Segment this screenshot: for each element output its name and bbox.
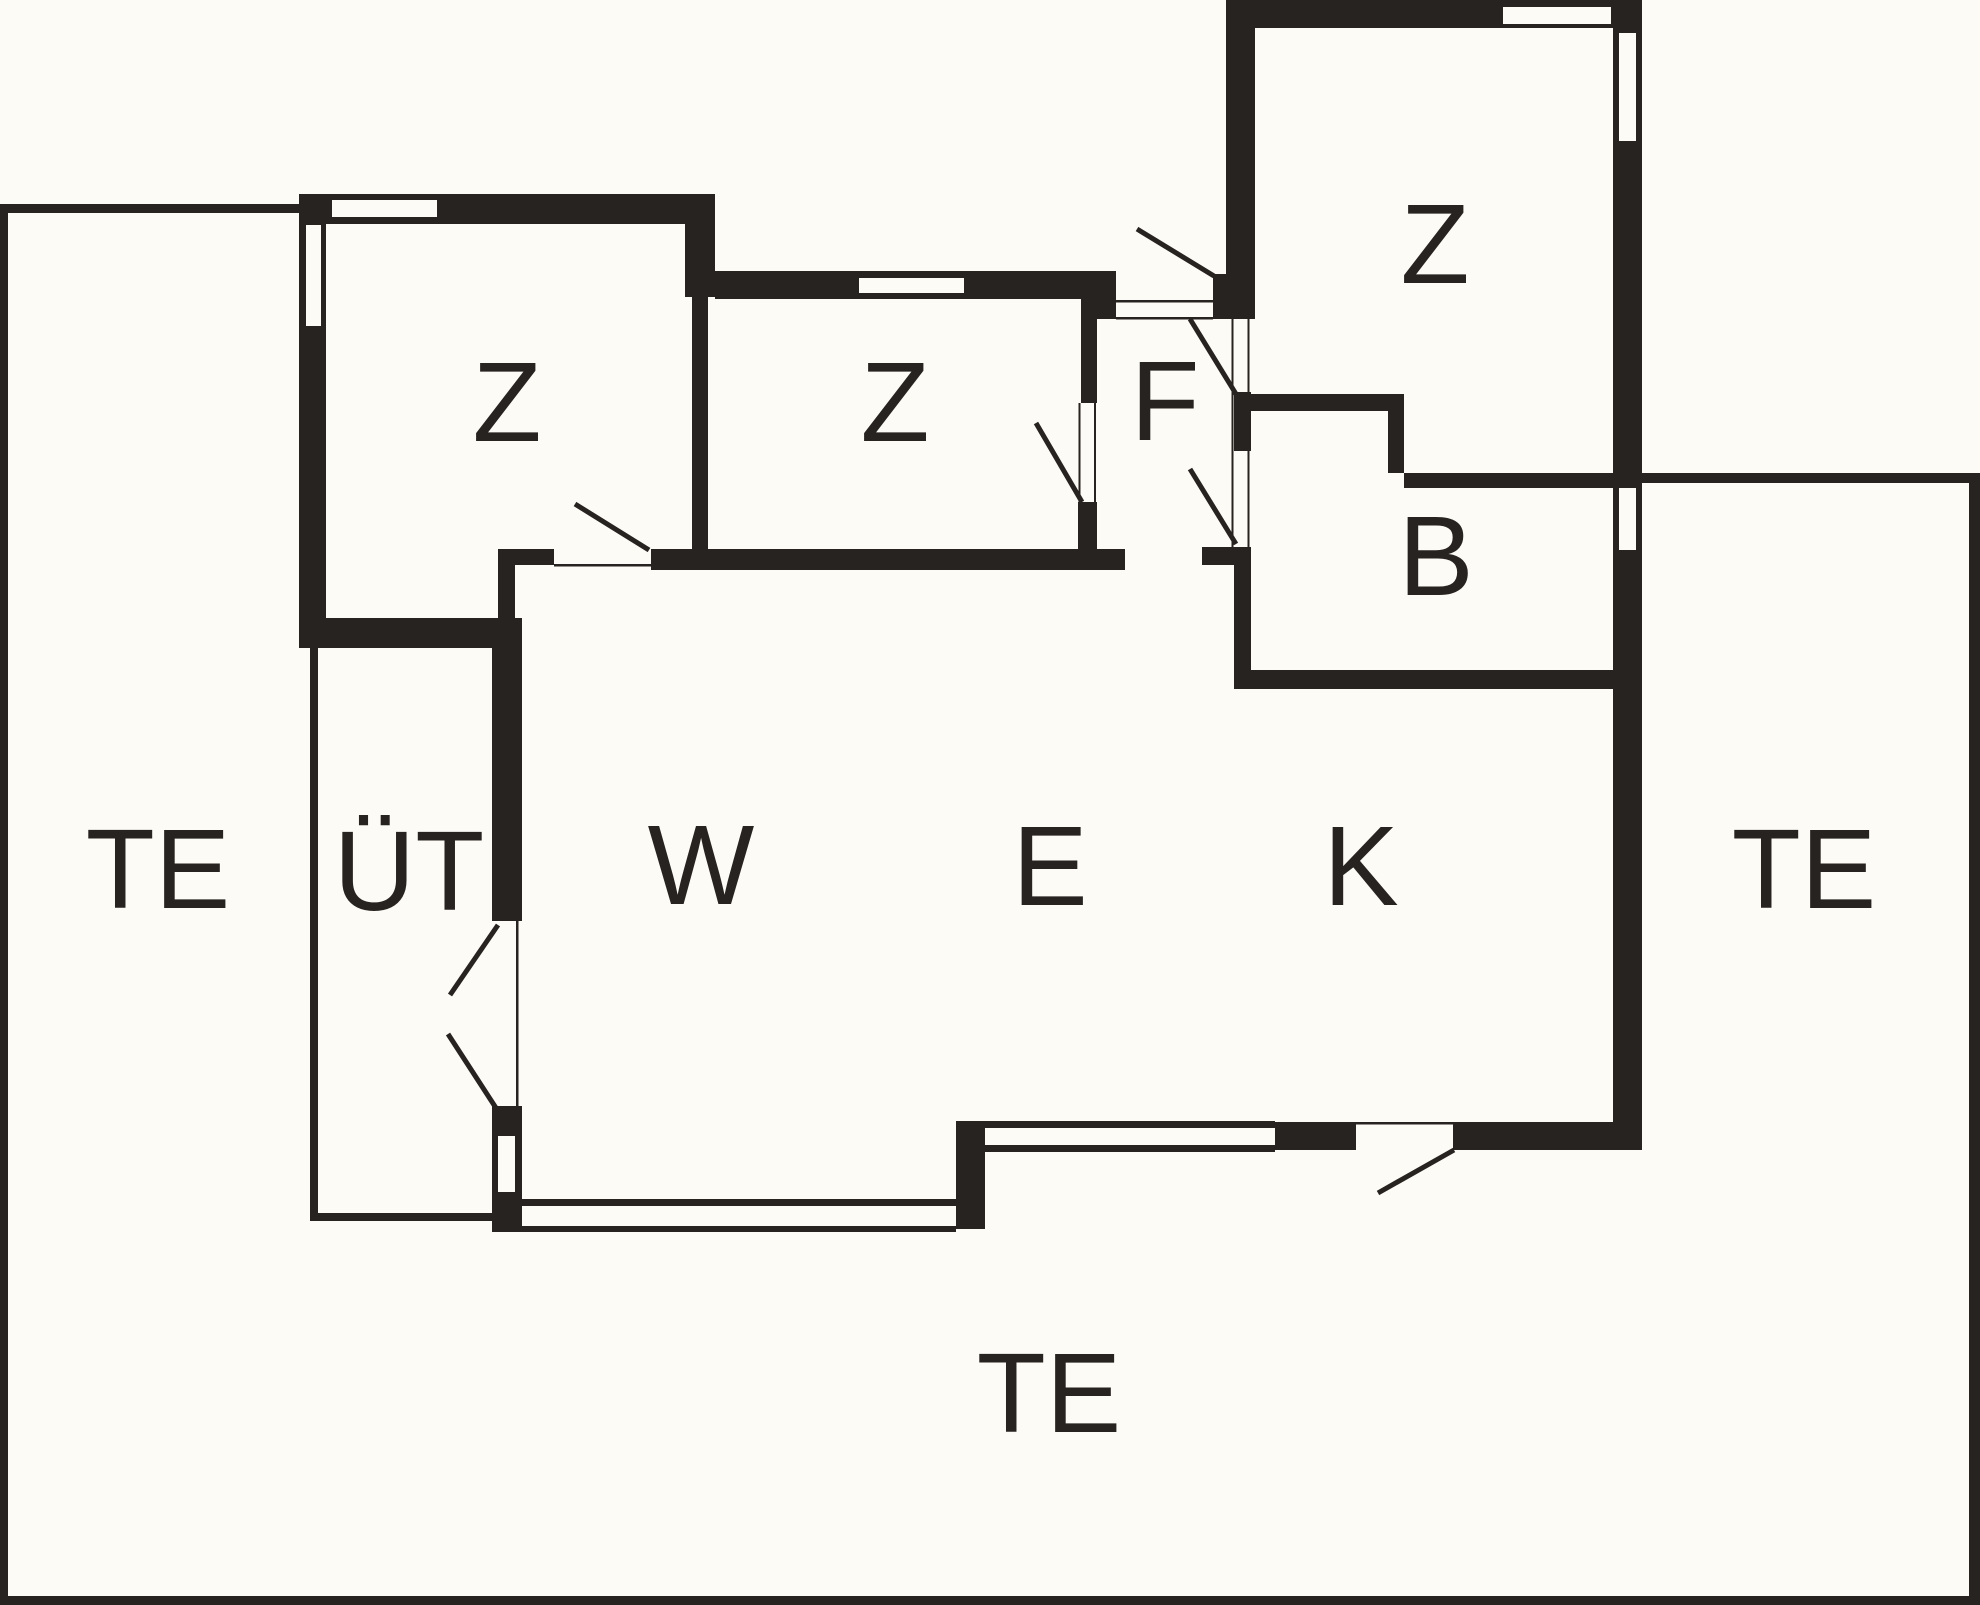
svg-text:Z: Z <box>860 339 929 465</box>
svg-text:W: W <box>648 802 755 928</box>
svg-text:TE: TE <box>1732 806 1876 932</box>
svg-text:TE: TE <box>86 806 230 932</box>
svg-text:K: K <box>1323 803 1398 929</box>
svg-text:Z: Z <box>1400 181 1469 307</box>
svg-text:F: F <box>1130 338 1199 464</box>
svg-text:TE: TE <box>977 1330 1121 1456</box>
svg-text:ÜT: ÜT <box>334 808 485 934</box>
svg-text:E: E <box>1012 803 1087 929</box>
svg-text:Z: Z <box>472 339 541 465</box>
svg-text:B: B <box>1398 493 1473 619</box>
